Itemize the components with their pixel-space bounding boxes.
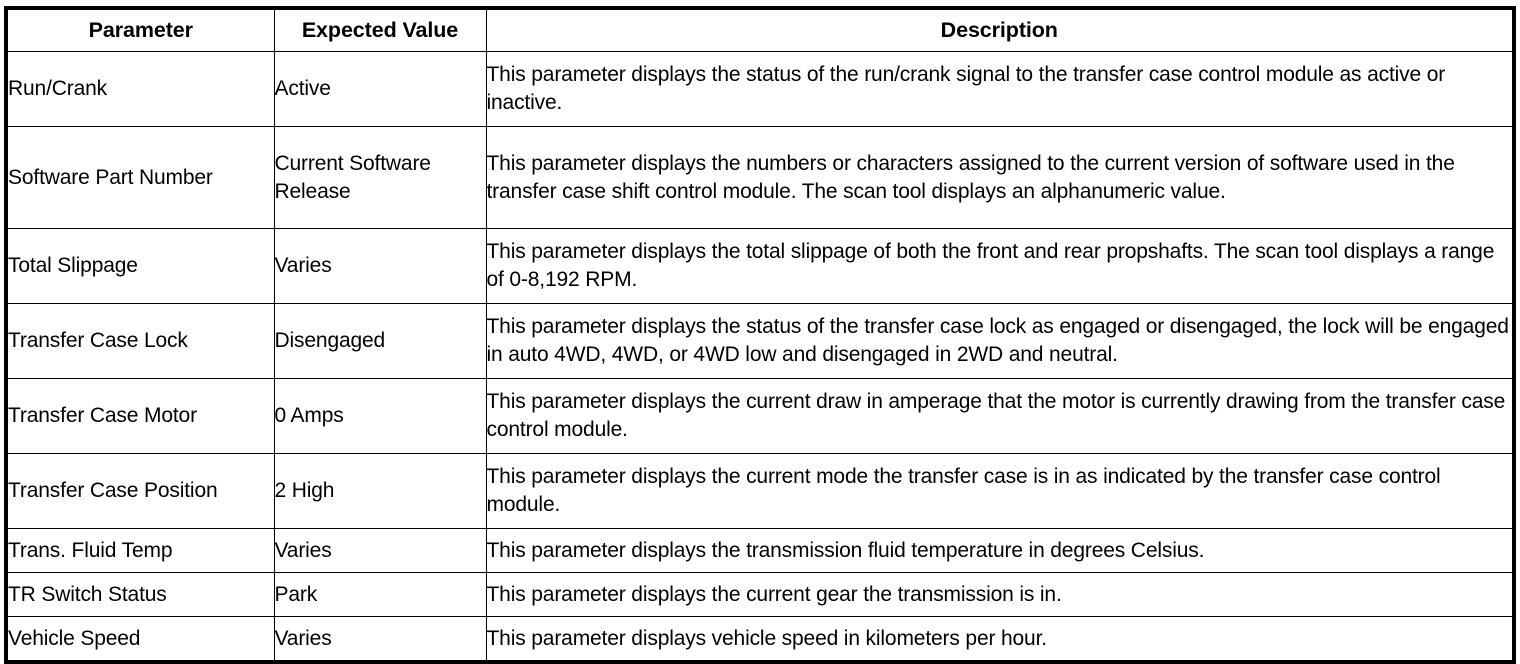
cell-parameter: Vehicle Speed bbox=[5, 616, 275, 663]
table-row: Run/Crank Active This parameter displays… bbox=[5, 51, 1515, 127]
cell-description: This parameter displays the current mode… bbox=[485, 453, 1515, 529]
column-header-parameter: Parameter bbox=[5, 7, 275, 52]
cell-parameter: Transfer Case Position bbox=[5, 453, 275, 529]
cell-description: This parameter displays the numbers or c… bbox=[485, 126, 1515, 229]
parameter-table-container: Parameter Expected Value Description Run… bbox=[4, 6, 1516, 664]
cell-description: This parameter displays the transmission… bbox=[485, 528, 1515, 573]
column-header-expected-value: Expected Value bbox=[273, 7, 487, 52]
cell-description: This parameter displays the total slippa… bbox=[485, 228, 1515, 304]
cell-parameter: Run/Crank bbox=[5, 51, 275, 127]
cell-description: This parameter displays the status of th… bbox=[485, 51, 1515, 127]
table-row: Transfer Case Position 2 High This param… bbox=[5, 453, 1515, 529]
table-row: TR Switch Status Park This parameter dis… bbox=[5, 572, 1515, 617]
cell-expected-value: Varies bbox=[273, 228, 487, 304]
cell-parameter: Transfer Case Lock bbox=[5, 303, 275, 379]
cell-parameter: Software Part Number bbox=[5, 126, 275, 229]
cell-expected-value: Disengaged bbox=[273, 303, 487, 379]
table-row: Software Part Number Current Software Re… bbox=[5, 126, 1515, 229]
cell-expected-value: Varies bbox=[273, 616, 487, 663]
cell-expected-value: 2 High bbox=[273, 453, 487, 529]
table-body: Run/Crank Active This parameter displays… bbox=[5, 51, 1515, 663]
table-row: Vehicle Speed Varies This parameter disp… bbox=[5, 616, 1515, 663]
cell-description: This parameter displays the status of th… bbox=[485, 303, 1515, 379]
cell-parameter: Trans. Fluid Temp bbox=[5, 528, 275, 573]
cell-expected-value: Park bbox=[273, 572, 487, 617]
cell-expected-value: Varies bbox=[273, 528, 487, 573]
cell-parameter: Transfer Case Motor bbox=[5, 378, 275, 454]
table-header: Parameter Expected Value Description bbox=[5, 7, 1515, 52]
cell-description: This parameter displays vehicle speed in… bbox=[485, 616, 1515, 663]
cell-parameter: TR Switch Status bbox=[5, 572, 275, 617]
table-header-row: Parameter Expected Value Description bbox=[5, 7, 1515, 52]
table-row: Transfer Case Motor 0 Amps This paramete… bbox=[5, 378, 1515, 454]
cell-description: This parameter displays the current gear… bbox=[485, 572, 1515, 617]
scan-tool-parameter-table: Parameter Expected Value Description Run… bbox=[4, 6, 1516, 664]
cell-description: This parameter displays the current draw… bbox=[485, 378, 1515, 454]
table-row: Transfer Case Lock Disengaged This param… bbox=[5, 303, 1515, 379]
table-row: Total Slippage Varies This parameter dis… bbox=[5, 228, 1515, 304]
cell-expected-value: Active bbox=[273, 51, 487, 127]
cell-expected-value: 0 Amps bbox=[273, 378, 487, 454]
column-header-description: Description bbox=[485, 7, 1515, 52]
cell-parameter: Total Slippage bbox=[5, 228, 275, 304]
cell-expected-value: Current Software Release bbox=[273, 126, 487, 229]
table-row: Trans. Fluid Temp Varies This parameter … bbox=[5, 528, 1515, 573]
